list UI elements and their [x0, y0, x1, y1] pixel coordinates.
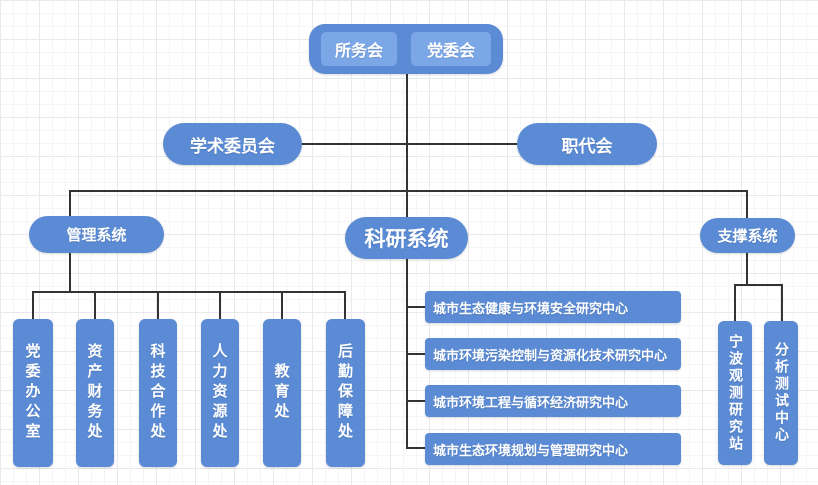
dept-education[interactable]: 教育处 — [263, 319, 301, 467]
center-eco-health-env-safety[interactable]: 城市生态健康与环境安全研究中心 — [425, 291, 681, 323]
connector-center-4 — [406, 447, 426, 449]
dept-logistics-support[interactable]: 后勤保障处 — [326, 319, 365, 467]
top-leadership-group[interactable]: 所务会 党委会 — [309, 24, 503, 74]
dept-sci-tech-cooperation[interactable]: 科技合作处 — [139, 319, 177, 467]
connector-dept-5 — [281, 291, 283, 320]
institute-affairs-meeting[interactable]: 所务会 — [321, 32, 397, 66]
dept-education-label: 教育处 — [272, 363, 291, 423]
workers-congress-label: 职代会 — [561, 136, 613, 157]
center-pollution-control-resource-tech[interactable]: 城市环境污染控制与资源化技术研究中心 — [425, 338, 681, 370]
connector-branch — [69, 190, 748, 192]
center-eco-health-env-safety-label: 城市生态健康与环境安全研究中心 — [433, 301, 629, 317]
center-pollution-control-resource-tech-label: 城市环境污染控制与资源化技术研究中心 — [433, 348, 668, 364]
connector-dept-4 — [219, 291, 221, 320]
connector-dept-1 — [32, 291, 34, 320]
dept-sci-tech-cooperation-label: 科技合作处 — [148, 343, 167, 443]
connector-support-drop — [746, 190, 748, 218]
connector-departments-rail — [32, 291, 346, 293]
unit-analysis-testing-center-label: 分析测试中心 — [773, 342, 789, 444]
institute-affairs-meeting-label: 所务会 — [334, 41, 383, 60]
center-eco-env-planning-management-label: 城市生态环境规划与管理研究中心 — [433, 443, 629, 459]
connector-unit-1 — [734, 284, 736, 321]
dept-human-resources-label: 人力资源处 — [210, 343, 229, 443]
center-env-engineering-circular-economy[interactable]: 城市环境工程与循环经济研究中心 — [425, 385, 681, 417]
connector-committees — [302, 143, 517, 145]
academic-committee[interactable]: 学术委员会 — [163, 123, 302, 165]
management-system-label: 管理系统 — [66, 226, 127, 244]
connector-unit-2 — [781, 284, 783, 321]
dept-party-committee-office[interactable]: 党委办公室 — [13, 319, 53, 467]
unit-analysis-testing-center[interactable]: 分析测试中心 — [764, 321, 798, 465]
connector-management-down — [69, 253, 71, 293]
unit-ningbo-observation-station[interactable]: 宁波观测研究站 — [718, 321, 752, 465]
dept-assets-finance-label: 资产财务处 — [85, 343, 104, 443]
management-system[interactable]: 管理系统 — [29, 216, 164, 253]
center-env-engineering-circular-economy-label: 城市环境工程与循环经济研究中心 — [433, 395, 629, 411]
unit-ningbo-observation-station-label: 宁波观测研究站 — [727, 333, 743, 453]
support-system[interactable]: 支撑系统 — [700, 218, 795, 253]
connector-support-down — [746, 253, 748, 286]
connector-center-2 — [406, 353, 426, 355]
party-committee-meeting[interactable]: 党委会 — [411, 32, 491, 66]
workers-congress[interactable]: 职代会 — [517, 123, 657, 165]
support-system-label: 支撑系统 — [717, 227, 778, 245]
connector-dept-6 — [344, 291, 346, 320]
connector-dept-3 — [157, 291, 159, 320]
academic-committee-label: 学术委员会 — [190, 136, 275, 157]
dept-party-committee-office-label: 党委办公室 — [23, 343, 42, 443]
connector-management-drop — [69, 190, 71, 216]
connector-units-rail — [734, 284, 783, 286]
connector-trunk — [406, 74, 408, 217]
connector-center-1 — [406, 306, 426, 308]
party-committee-meeting-label: 党委会 — [426, 41, 475, 60]
dept-human-resources[interactable]: 人力资源处 — [201, 319, 239, 467]
dept-assets-finance[interactable]: 资产财务处 — [76, 319, 114, 467]
research-system-label: 科研系统 — [364, 227, 449, 251]
dept-logistics-support-label: 后勤保障处 — [336, 343, 354, 443]
center-eco-env-planning-management[interactable]: 城市生态环境规划与管理研究中心 — [425, 433, 681, 465]
connector-dept-2 — [94, 291, 96, 320]
research-system[interactable]: 科研系统 — [345, 217, 468, 259]
connector-center-3 — [406, 400, 426, 402]
